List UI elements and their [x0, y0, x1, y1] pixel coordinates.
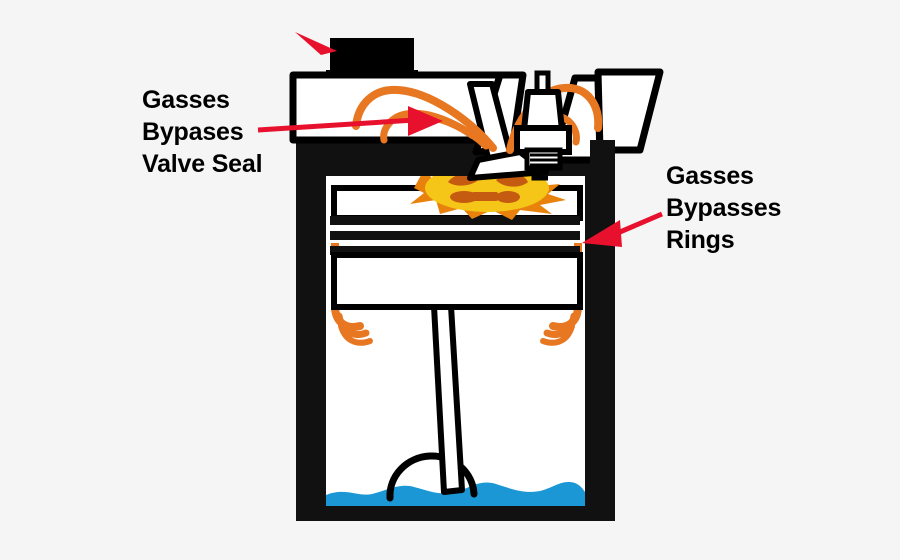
- callout-rings: Gasses Bypasses Rings: [666, 160, 781, 256]
- arrow-valve-seal-head: [408, 106, 443, 136]
- burst-detail-dot-2: [496, 191, 520, 203]
- callout-valve-seal-line3: Valve Seal: [142, 150, 263, 178]
- head-right-deck: [590, 140, 615, 176]
- spark-plug: [514, 70, 572, 181]
- piston-ring-3: [330, 246, 580, 255]
- callout-rings-line3: Rings: [666, 226, 735, 254]
- spark-plug-insulator: [521, 89, 565, 133]
- burst-detail-bar: [472, 192, 498, 201]
- valve-cover-block: [330, 38, 414, 76]
- callout-rings-line2: Bypasses: [666, 194, 782, 222]
- head-right-wall: [594, 68, 664, 154]
- callout-rings-line1: Gasses: [666, 162, 754, 190]
- spark-plug-electrode: [531, 168, 548, 181]
- callout-valve-seal-line2: Bypases: [142, 118, 244, 146]
- burst-detail-dot-1: [450, 191, 478, 203]
- callout-valve-seal-line1: Gasses: [142, 86, 230, 114]
- piston-skirt: [331, 252, 583, 310]
- arrow-valve-seal-shaft: [257, 117, 416, 133]
- arrow-rings-head: [582, 220, 622, 247]
- blowby-curl-right-3: [540, 323, 575, 346]
- crankcase-floor: [296, 505, 615, 521]
- crankshaft: [386, 452, 478, 502]
- blowby-curl-left-2: [335, 312, 370, 338]
- blowby-curl-left-3: [338, 323, 373, 346]
- arrow-valve-cover-wedge: [295, 32, 337, 55]
- callout-valve-seal: Gasses Bypases Valve Seal: [142, 84, 263, 180]
- piston-ring-2: [330, 231, 580, 240]
- piston-ring-1: [330, 216, 580, 225]
- valve-cover-flange: [326, 70, 418, 78]
- leak-arc-left-outer: [352, 85, 497, 152]
- pointer-arrows: [257, 32, 663, 247]
- piston-rings: [330, 216, 580, 255]
- blowby-curl-right-2: [543, 312, 578, 338]
- valve-cover: [326, 38, 418, 78]
- piston: [330, 185, 583, 310]
- spark-plug-thread-lines: [530, 153, 558, 167]
- cylinder-wall-left: [296, 175, 326, 520]
